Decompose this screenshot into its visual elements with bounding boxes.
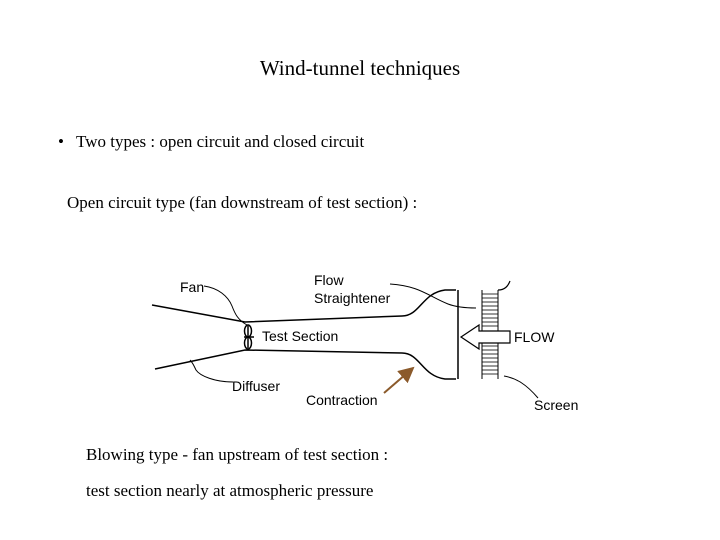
label-flow-straightener-2: Straightener [314,290,391,306]
screen-top-curve [497,280,511,291]
fan-leader-line [203,285,248,326]
label-screen: Screen [534,397,579,413]
contraction-arrow-icon [383,366,415,394]
bullet-text: Two types : open circuit and closed circ… [76,132,365,151]
label-flow: FLOW [514,329,555,345]
diffuser-leader-line [189,359,234,383]
bullet-dot-icon: • [58,132,64,151]
flow-arrow-icon [459,323,511,351]
atmospheric-note-text: test section nearly at atmospheric press… [86,481,374,500]
label-fan: Fan [180,279,205,295]
tunnel-upper-wall [151,289,456,323]
slide-title: Wind-tunnel techniques [259,56,461,80]
fan-icon [243,324,254,350]
screen-leader-line [503,375,539,399]
open-circuit-heading: Open circuit type (fan downstream of tes… [67,193,418,212]
label-flow-straightener-1: Flow [314,272,344,288]
blowing-type-text: Blowing type - fan upstream of test sect… [86,445,389,464]
tunnel-lower-wall [154,349,456,380]
bullet-item: • Two types : open circuit and closed cir… [58,132,364,152]
label-diffuser: Diffuser [232,378,280,394]
label-test-section: Test Section [262,328,339,344]
straightener-leader-line [389,283,477,309]
label-contraction: Contraction [306,392,378,408]
